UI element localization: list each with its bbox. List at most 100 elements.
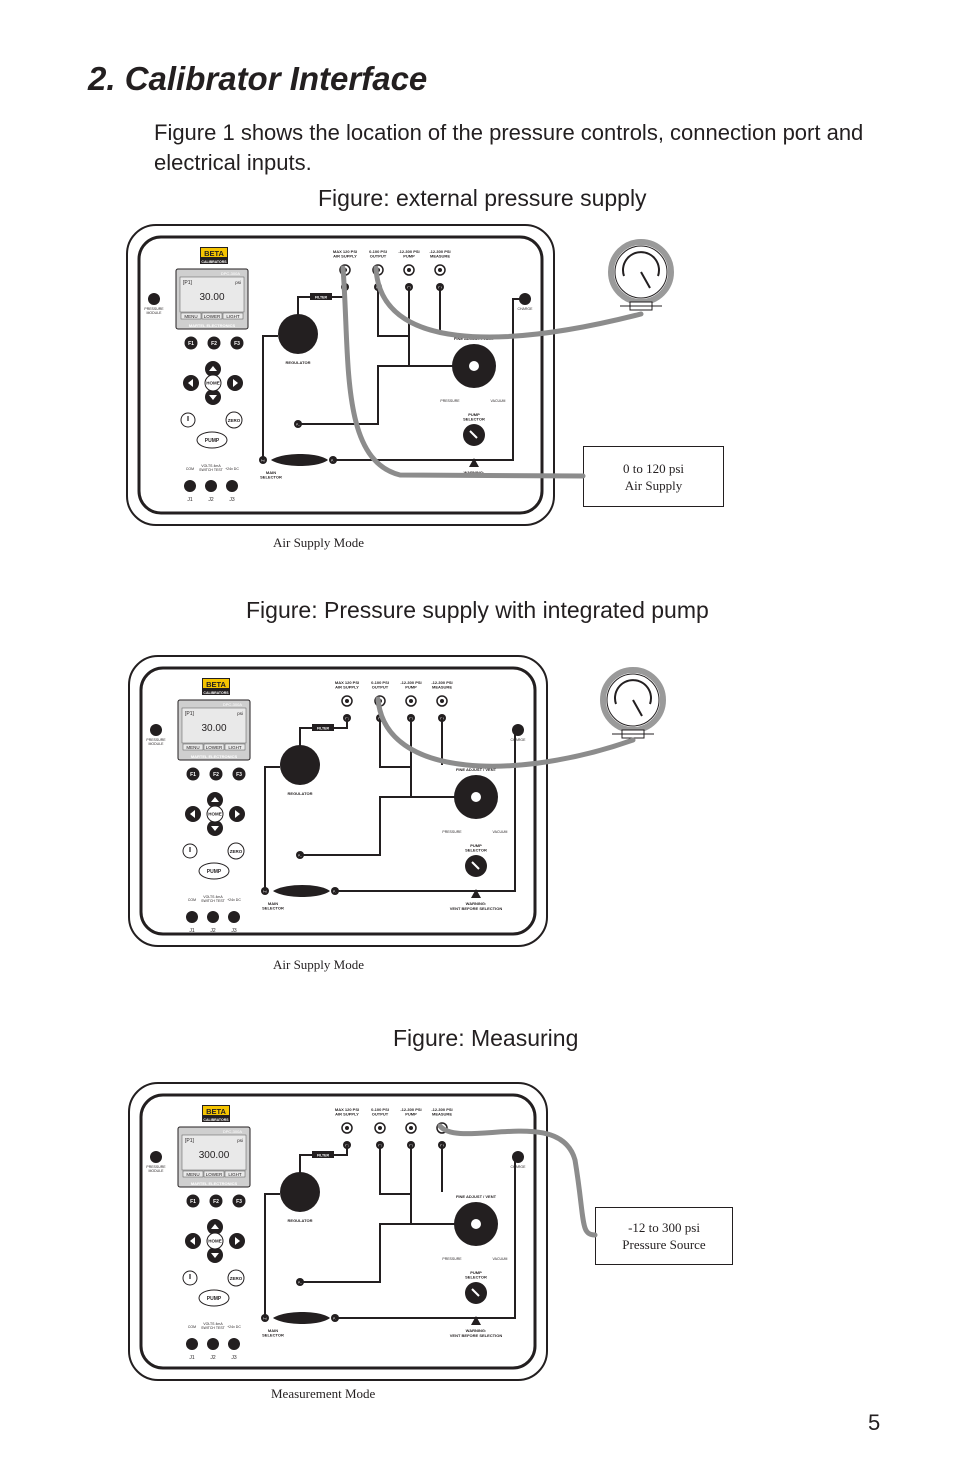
filter-label: FILTER [315, 296, 327, 300]
jack-socket [228, 1338, 240, 1350]
channel-label: [P1] [183, 280, 193, 286]
pressure-label: PRESSURE [442, 1257, 462, 1261]
jack-socket [228, 911, 240, 923]
jack-label: J1 [189, 1355, 195, 1361]
warning-icon [471, 1316, 481, 1325]
function-key [186, 767, 200, 781]
port-tag-label: P6 [263, 1317, 267, 1321]
pump-label: PUMP [207, 1296, 222, 1302]
home-button [206, 1232, 224, 1250]
filter-block [312, 724, 334, 731]
function-key [209, 1194, 223, 1208]
function-key-label: F3 [236, 1199, 242, 1205]
pump-button [198, 1289, 230, 1307]
jack-socket [226, 480, 238, 492]
jack-top-label: +24v DC [227, 1325, 241, 1329]
pump-label: PUMP [205, 438, 220, 444]
regulator-knob [280, 745, 320, 785]
vacuum-label: VACUUM [491, 399, 506, 403]
jack-label: J2 [210, 1355, 216, 1361]
home-button [206, 805, 224, 823]
jack-label: J3 [231, 928, 237, 934]
figure-2-heading: Figure: Pressure supply with integrated … [246, 597, 709, 623]
arrow-left-icon [190, 1237, 195, 1245]
port-tag-label: P6 [261, 459, 265, 463]
unit-label: psi [237, 1138, 243, 1143]
function-key-label: F1 [190, 1199, 196, 1205]
zero-button [225, 411, 243, 429]
lcd-reading: 30.00 [201, 723, 226, 734]
jack-label: J2 [210, 928, 216, 934]
air-supply-box: 0 to 120 psi Air Supply [583, 446, 724, 507]
panel-inner-border [139, 666, 537, 936]
model-label: DPC-300A [223, 1129, 242, 1134]
figure-2-caption: Air Supply Mode [273, 957, 364, 972]
function-key [186, 1194, 200, 1208]
jack-label: J1 [189, 928, 195, 934]
regulator-label: REGULATOR [286, 360, 311, 365]
pump-button [198, 862, 230, 880]
regulator-label: REGULATOR [288, 791, 313, 796]
softkey-label: LIGHT [226, 314, 240, 319]
fine-adjust-label: FINE ADJUST / VENT [456, 1194, 497, 1199]
lcd-screen [181, 707, 247, 744]
jack-socket [205, 480, 217, 492]
jack-label: J2 [208, 497, 214, 503]
charge-label: CHARGE [511, 1165, 527, 1169]
tube-line [333, 298, 525, 461]
warning-detail-label: VENT BEFORE SELECTION [450, 1333, 503, 1338]
softkey [203, 1170, 225, 1178]
jack-top-label: COM [188, 898, 196, 902]
source-box-line2: Air Supply [624, 477, 683, 493]
gauge-scale [614, 679, 652, 705]
function-key [232, 1194, 246, 1208]
softkey-label: LIGHT [228, 1172, 242, 1177]
page-number: 5 [868, 1410, 881, 1435]
pressure-module-port [150, 1151, 162, 1163]
arrow-right-icon [235, 810, 240, 818]
pressure-module-port [150, 724, 162, 736]
pressure-source-box: -12 to 300 psi Pressure Source [595, 1207, 733, 1265]
lcd-screen [179, 276, 245, 313]
softkey [182, 743, 204, 751]
arrow-down-icon [209, 395, 217, 400]
softkey [224, 1170, 246, 1178]
arrow-down-icon [211, 826, 219, 831]
lcd-reading: 30.00 [199, 292, 224, 303]
softkey-label: LIGHT [228, 745, 242, 750]
pressure-label: PRESSURE [440, 399, 460, 403]
tube-line [298, 365, 453, 425]
pressure-gauge-2 [598, 666, 668, 753]
maker-label: MARTEL ELECTRONICS [191, 1181, 238, 1186]
zero-label: ZERO [230, 849, 243, 854]
function-key [209, 767, 223, 781]
brand-text: BETA [206, 680, 226, 689]
source-box-line2: Pressure Source [622, 1237, 706, 1252]
page-title: 2. Calibrator Interface [88, 60, 428, 97]
home-button [204, 374, 222, 392]
tube-line [379, 718, 412, 768]
arrow-up-icon [209, 366, 217, 371]
unit-label: psi [235, 280, 241, 285]
pressure-label: PRESSURE [442, 830, 462, 834]
function-key-label: F2 [213, 1199, 219, 1205]
zero-button [227, 842, 245, 860]
arrow-up-icon [211, 1224, 219, 1229]
jack-top-label: COM [186, 467, 194, 471]
fine-adjust-label: FINE ADJUST / VENT [456, 767, 497, 772]
filter-block [310, 293, 332, 300]
